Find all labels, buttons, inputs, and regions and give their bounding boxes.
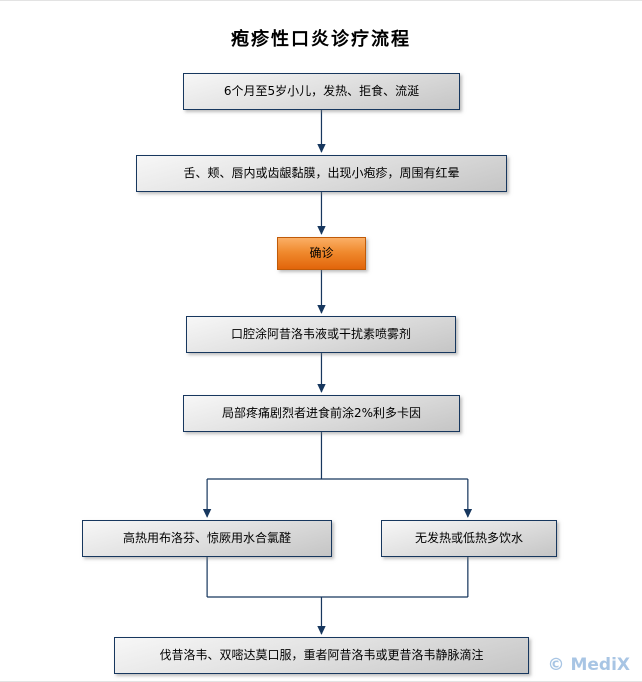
page-title: 疱疹性口炎诊疗流程 <box>231 29 411 50</box>
flow-node-no-fever-care: 无发热或低热多饮水 <box>381 520 557 557</box>
flow-node-systemic-treatment: 伐昔洛韦、双嘧达莫口服，重者阿昔洛韦或更昔洛韦静脉滴注 <box>114 637 529 674</box>
flow-node-patient-presentation-label: 6个月至5岁小儿，发热、拒食、流涎 <box>223 84 420 98</box>
flow-node-topical-treatment-label: 口腔涂阿昔洛韦液或干扰素喷雾剂 <box>230 327 411 341</box>
flow-node-pain-management-label: 局部疼痛剧烈者进食前涂2%利多卡因 <box>221 406 422 420</box>
flow-node-clinical-signs: 舌、颊、唇内或齿龈黏膜，出现小疱疹，周围有红晕 <box>136 155 507 192</box>
flow-node-diagnosis: 确诊 <box>277 237 366 270</box>
flow-node-systemic-treatment-label: 伐昔洛韦、双嘧达莫口服，重者阿昔洛韦或更昔洛韦静脉滴注 <box>159 648 484 662</box>
flow-node-no-fever-care-label: 无发热或低热多饮水 <box>414 531 523 545</box>
flow-node-diagnosis-label: 确诊 <box>309 246 334 260</box>
flow-node-fever-treatment-label: 高热用布洛芬、惊厥用水合氯醛 <box>122 531 291 545</box>
flow-node-fever-treatment: 高热用布洛芬、惊厥用水合氯醛 <box>82 520 332 557</box>
watermark: © MediX <box>547 655 630 675</box>
flow-node-patient-presentation: 6个月至5岁小儿，发热、拒食、流涎 <box>183 73 460 110</box>
flow-node-topical-treatment: 口腔涂阿昔洛韦液或干扰素喷雾剂 <box>186 316 456 353</box>
flow-node-clinical-signs-label: 舌、颊、唇内或齿龈黏膜，出现小疱疹，周围有红晕 <box>183 166 460 180</box>
flow-node-pain-management: 局部疼痛剧烈者进食前涂2%利多卡因 <box>183 395 460 432</box>
